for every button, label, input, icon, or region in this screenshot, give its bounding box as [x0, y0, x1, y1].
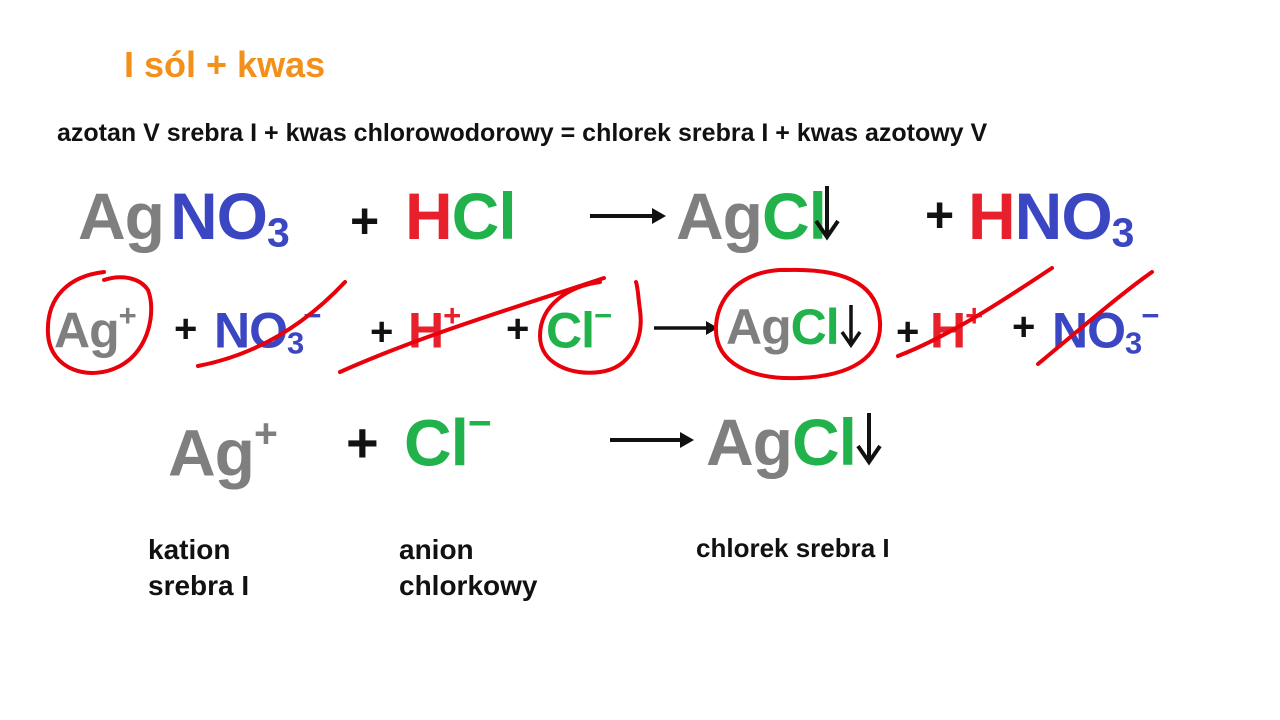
charge-minus: −	[594, 298, 612, 333]
subscript-3: 3	[1111, 209, 1135, 256]
ion-cl-minus: Cl−	[404, 400, 492, 481]
cation-label-line2: srebra I	[148, 570, 250, 601]
reaction-arrow	[610, 432, 694, 448]
charge-plus: +	[253, 410, 278, 456]
no-symbol: NO	[169, 179, 268, 253]
anion-label-line1: anion	[399, 534, 474, 565]
anion-label: anion chlorkowy	[399, 532, 537, 604]
reaction-arrow	[590, 208, 666, 224]
charge-minus: −	[1141, 298, 1159, 333]
product-agcl: AgCl	[676, 178, 827, 254]
subscript-3: 3	[266, 209, 290, 256]
cl-symbol: Cl	[791, 405, 857, 479]
cl-symbol: Cl	[404, 405, 469, 480]
slide-title: I sól + kwas	[124, 44, 326, 85]
ion-ag-plus: Ag+	[168, 410, 278, 491]
no-symbol: NO	[1014, 179, 1113, 253]
product-label: chlorek srebra I	[696, 533, 890, 563]
plus-sign: +	[350, 193, 380, 249]
cl-symbol: Cl	[790, 299, 840, 355]
ion-ag-plus: Ag+	[54, 298, 137, 360]
no-symbol: NO	[214, 302, 288, 359]
charge-plus: +	[118, 298, 137, 333]
ion-no3-minus: NO3−	[1052, 298, 1159, 361]
h-symbol: H	[968, 179, 1016, 253]
ag-symbol: Ag	[78, 179, 165, 253]
ag-symbol: Ag	[726, 299, 792, 355]
ag-symbol: Ag	[168, 415, 255, 490]
cl-symbol: Cl	[761, 179, 827, 253]
h-symbol: H	[930, 302, 966, 359]
word-equation: azotan V srebra I + kwas chlorowodorowy …	[57, 119, 988, 147]
charge-plus: +	[965, 298, 983, 333]
plus-sign: +	[506, 307, 530, 351]
charge-plus: +	[443, 298, 461, 333]
ion-no3-minus: NO3−	[214, 298, 321, 361]
no-symbol: NO	[1052, 302, 1126, 359]
plus-sign: +	[1012, 305, 1036, 349]
ag-symbol: Ag	[676, 179, 763, 253]
ion-cl-minus: Cl−	[546, 298, 612, 360]
ag-symbol: Ag	[54, 302, 120, 359]
h-symbol: H	[405, 179, 453, 253]
subscript-3: 3	[1125, 325, 1142, 361]
cation-label: kation srebra I	[148, 532, 249, 604]
ion-h-plus: H+	[930, 298, 983, 360]
ion-h-plus: H+	[408, 298, 461, 360]
precipitate-arrow-icon	[840, 305, 862, 348]
reactant-hcl: HCl	[405, 178, 517, 254]
subscript-3: 3	[287, 325, 304, 361]
plus-sign: +	[925, 187, 955, 243]
product-agcl: AgCl	[706, 404, 857, 480]
precipitate-arrow-icon	[814, 186, 840, 241]
plus-sign: +	[370, 310, 394, 354]
anion-label-line2: chlorkowy	[399, 570, 538, 601]
plus-sign: +	[896, 310, 920, 354]
product-agcl: AgCl	[726, 298, 840, 356]
ag-symbol: Ag	[706, 405, 793, 479]
plus-sign: +	[174, 307, 198, 351]
product-hno3: HNO3	[968, 178, 1135, 256]
precipitate-arrow-icon	[856, 413, 882, 466]
charge-minus: −	[303, 298, 321, 333]
cation-label-line1: kation	[148, 534, 231, 565]
h-symbol: H	[408, 302, 444, 359]
cl-symbol: Cl	[546, 302, 595, 359]
reaction-arrow	[654, 321, 718, 335]
plus-sign: +	[346, 411, 379, 474]
charge-minus: −	[468, 400, 492, 446]
reactant-agno3: AgNO3	[78, 178, 290, 256]
cl-symbol: Cl	[451, 179, 517, 253]
